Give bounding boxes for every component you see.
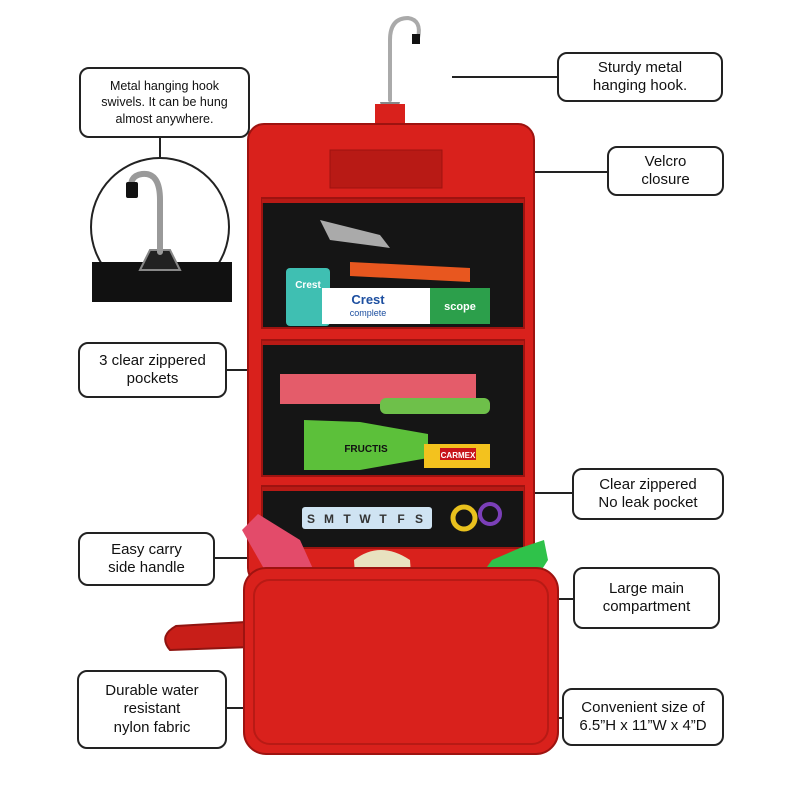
pill-day-label: S — [307, 512, 315, 526]
callout-line: nylon fabric — [113, 718, 191, 736]
hook-detail-circle — [90, 157, 232, 302]
callout-line: almost anywhere. — [115, 111, 214, 126]
callout-line: 6.5”H x 11”W x 4”D — [579, 717, 707, 734]
velcro-strip — [329, 149, 443, 189]
swivel-detail — [138, 249, 182, 271]
callout-line: resistant — [123, 700, 181, 718]
floss-icon — [286, 268, 330, 326]
hair-spray-label: FRUCTIS — [344, 444, 388, 455]
pocket-no-leak: S M T W T F S — [261, 485, 525, 549]
hair-tie-icon — [478, 502, 502, 526]
mouthwash-label: scope — [444, 301, 476, 313]
pill-day-label: S — [415, 512, 423, 526]
pocket-top: Crest Crest complete scope — [261, 197, 525, 329]
callout-line: Large main — [608, 579, 685, 597]
callout-line: swivels. It can be hung — [101, 95, 228, 110]
pill-day-label: T — [379, 512, 387, 526]
callout-line: Velcro — [644, 152, 687, 170]
hair-tie-icon — [450, 504, 478, 532]
callout-line: compartment — [602, 598, 691, 615]
toothpaste-label: Crest — [351, 292, 385, 307]
callout-line: hanging hook. — [592, 77, 688, 94]
callout-line: closure — [641, 171, 690, 188]
pill-day-label: F — [397, 512, 404, 526]
callout-line: pockets — [126, 370, 179, 387]
callout-line: Clear zippered — [599, 475, 697, 493]
pill-day-label: W — [359, 512, 371, 526]
callout-line: Metal hanging hook — [109, 79, 220, 94]
pill-box-icon: S M T W T F S — [302, 507, 432, 529]
callout-line: 3 clear zippered — [99, 351, 206, 369]
main-compartment-seam — [253, 579, 549, 745]
toothpaste-sub-label: complete — [350, 308, 387, 318]
callout-line: Easy carry — [111, 540, 182, 558]
pill-day-label: M — [324, 512, 334, 526]
callout-line: Convenient size of — [581, 698, 705, 716]
pocket-middle: FRUCTIS CARMEX — [261, 339, 525, 477]
razor-icon — [320, 220, 390, 248]
lip-balm-label: CARMEX — [441, 451, 476, 460]
floss-label: Crest — [295, 280, 321, 291]
hair-spray-icon — [304, 420, 428, 470]
bag-main-compartment — [243, 567, 559, 755]
pill-day-label: T — [343, 512, 351, 526]
callout-line: Durable water — [105, 682, 199, 700]
roller-icon — [380, 398, 490, 414]
callout-line: Sturdy metal — [597, 58, 683, 76]
callout-line: No leak pocket — [598, 494, 698, 511]
toothbrush-icon — [350, 262, 470, 282]
callout-line: side handle — [108, 559, 185, 576]
